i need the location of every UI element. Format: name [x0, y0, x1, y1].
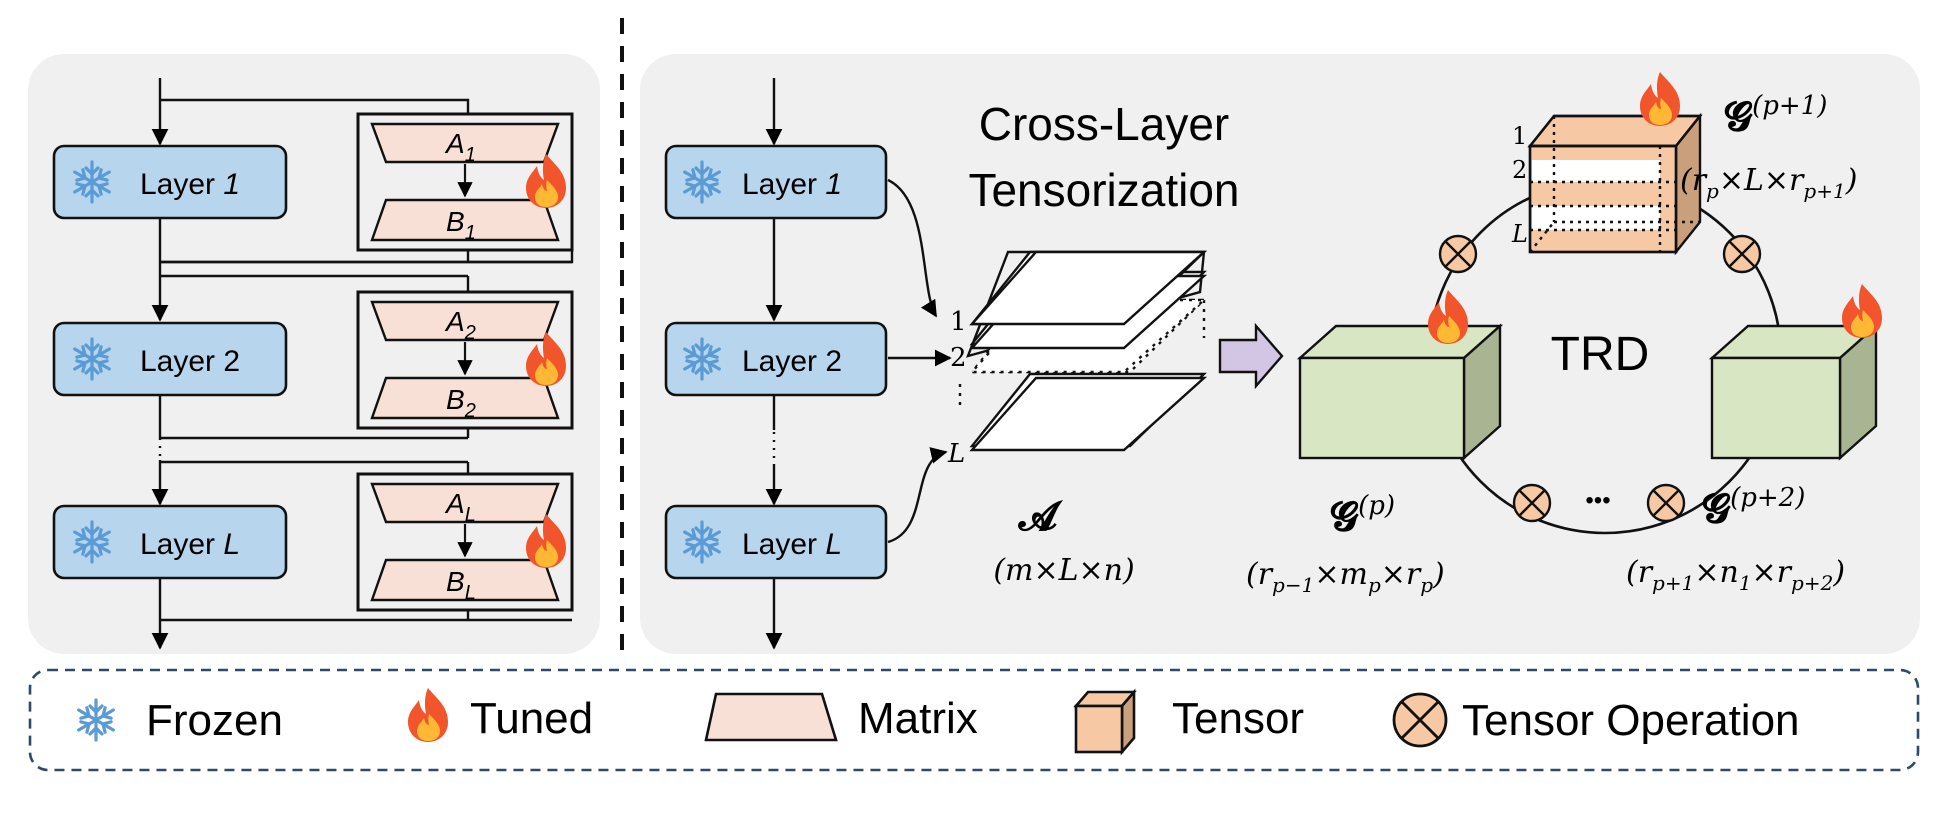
- cross-circle-icon: [1438, 234, 1478, 274]
- legend-tuned: Tuned: [470, 694, 593, 743]
- right-layer-2: [664, 321, 888, 397]
- matrix-b2: [370, 376, 560, 420]
- top-core-slice-2: 2: [1512, 156, 1527, 184]
- right-layer-L-label: Layer L: [742, 528, 842, 561]
- cube-icon: [1073, 688, 1137, 756]
- lora-box-L: [356, 472, 574, 612]
- legend-tensor: Tensor: [1172, 694, 1304, 743]
- slice-label-1: 1: [950, 307, 967, 337]
- top-core-shape: (rp×L×rp+1): [1680, 163, 1857, 203]
- trapezoid-icon: [704, 692, 838, 742]
- legend-matrix: Matrix: [858, 694, 978, 743]
- matrix-bL-label: BL: [446, 566, 476, 604]
- right-layer-2-label: Layer 2: [742, 345, 842, 378]
- matrix-a1-label: A1: [444, 128, 476, 166]
- lora-box-1: [356, 112, 574, 252]
- left-layer-L: [52, 504, 288, 580]
- ring-dots: •••: [1585, 487, 1610, 514]
- top-core-cube: [1527, 112, 1703, 256]
- left-core-shape: (rp−1×mp×rp): [1246, 557, 1445, 597]
- right-core-shape: (rp+1×n1×rp+2): [1626, 555, 1845, 595]
- left-core-cube: [1296, 323, 1504, 461]
- tensor-a-symbol: 𝓐: [1018, 493, 1064, 540]
- trd-label: TRD: [1551, 328, 1650, 381]
- left-layer-2-label: Layer 2: [140, 345, 240, 378]
- matrix-aL-label: AL: [444, 488, 476, 526]
- slice-label-L: L: [947, 439, 965, 469]
- legend-tensor-operation: Tensor Operation: [1462, 696, 1800, 745]
- right-layer-1: [664, 144, 888, 220]
- legend-box: [28, 668, 1920, 772]
- matrix-b2-label: B2: [446, 384, 476, 422]
- left-layer-L-label: Layer L: [140, 528, 240, 561]
- tensorization-title-line2: Tensorization: [968, 164, 1239, 216]
- lora-box-2: [356, 290, 574, 430]
- top-core-symbol: 𝓖(p+1): [1724, 91, 1827, 140]
- top-core-slice-L: L: [1511, 220, 1528, 248]
- left-core-symbol: 𝓖(p): [1330, 491, 1395, 540]
- top-core-slice-1: 1: [1512, 122, 1527, 150]
- matrix-bL: [370, 558, 560, 602]
- slice-label-2: 2: [950, 343, 967, 373]
- cross-circle-icon: [1512, 483, 1552, 523]
- left-layer-2: [52, 321, 288, 397]
- cross-circle-icon: [1722, 234, 1762, 274]
- tensor-a-stack: [969, 250, 1208, 452]
- legend-frozen: Frozen: [146, 696, 283, 745]
- cross-circle-icon: [1646, 483, 1686, 523]
- right-core-cube: [1708, 323, 1880, 461]
- arrow-icon: [1218, 322, 1284, 390]
- right-core-symbol: 𝓖(p+2): [1702, 483, 1805, 532]
- left-layer-1: [52, 144, 288, 220]
- left-layer-1-label: Layer 1: [140, 168, 240, 201]
- right-flow: [765, 78, 952, 650]
- left-flow: [151, 78, 574, 650]
- tensor-a-shape: (m×L×n): [993, 553, 1134, 588]
- cross-circle-icon: [1392, 692, 1448, 748]
- tensorization-title-line1: Cross-Layer: [979, 98, 1230, 150]
- right-layer-L: [664, 504, 888, 580]
- matrix-a2-label: A2: [444, 306, 476, 344]
- matrix-b1: [370, 198, 560, 242]
- matrix-b1-label: B1: [446, 206, 476, 244]
- right-layer-1-label: Layer 1: [742, 168, 842, 201]
